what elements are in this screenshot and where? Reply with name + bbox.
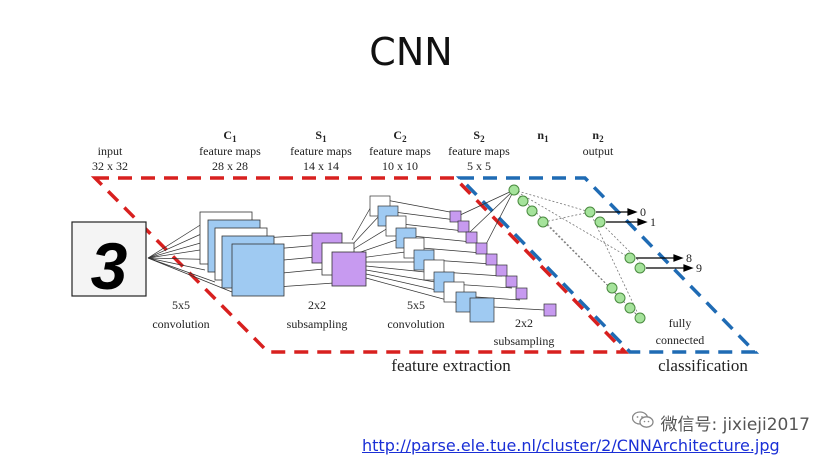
layer-c2-sub: 2 xyxy=(402,134,407,144)
n1-neurons xyxy=(508,184,549,228)
op-fc-line2: connected xyxy=(656,333,705,347)
layer-s2-sub: 2 xyxy=(480,134,485,144)
layer-n2-name: n xyxy=(592,128,599,142)
layer-s1-size: 14 x 14 xyxy=(303,159,339,173)
region-label-feature-extraction: feature extraction xyxy=(391,356,511,375)
op-conv2-kernel: 5x5 xyxy=(407,298,425,312)
layer-s2-name: S xyxy=(473,128,480,142)
source-link[interactable]: http://parse.ele.tue.nl/cluster/2/CNNArc… xyxy=(362,436,780,455)
output-label-8: 8 xyxy=(686,251,692,265)
op-sub1-name: subsampling xyxy=(287,317,348,331)
layer-c1-size: 28 x 28 xyxy=(212,159,248,173)
input-image: 3 xyxy=(71,221,147,303)
op-sub2-kernel: 2x2 xyxy=(515,316,533,330)
n2-neurons xyxy=(584,206,646,324)
svg-text:C2: C2 xyxy=(393,128,407,144)
op-conv2-name: convolution xyxy=(387,317,444,331)
region-label-classification: classification xyxy=(658,356,748,375)
output-label-0: 0 xyxy=(640,205,646,219)
layer-label-input: input 32 x 32 xyxy=(92,144,128,173)
op-conv1-name: convolution xyxy=(152,317,209,331)
feature-extraction-region xyxy=(90,176,630,354)
layer-label-n1: n1 xyxy=(537,128,549,144)
layer-c2-desc: feature maps xyxy=(369,144,431,158)
layer-c1-desc: feature maps xyxy=(199,144,261,158)
svg-text:n2: n2 xyxy=(592,128,604,144)
s1-feature-maps xyxy=(311,232,367,287)
op-conv1-kernel: 5x5 xyxy=(172,298,190,312)
layer-n2-desc: output xyxy=(583,144,614,158)
layer-label-c1: C1 feature maps 28 x 28 xyxy=(199,128,261,173)
classification-region xyxy=(455,176,760,354)
output-label-1: 1 xyxy=(650,215,656,229)
layer-n2-sub: 2 xyxy=(599,134,604,144)
layer-c2-size: 10 x 10 xyxy=(382,159,418,173)
layer-c2-name: C xyxy=(393,128,402,142)
slide-title: CNN xyxy=(369,30,453,74)
svg-text:C1: C1 xyxy=(223,128,237,144)
op-fc-line1: fully xyxy=(669,316,692,330)
s2-feature-maps xyxy=(449,210,557,317)
svg-text:n1: n1 xyxy=(537,128,549,144)
layer-label-c2: C2 feature maps 10 x 10 xyxy=(369,128,431,173)
input-digit: 3 xyxy=(91,229,128,303)
layer-c1-name: C xyxy=(223,128,232,142)
layer-label-s1: S1 feature maps 14 x 14 xyxy=(290,128,352,173)
layer-input-name: input xyxy=(98,144,123,158)
layer-label-s2: S2 feature maps 5 x 5 xyxy=(448,128,510,173)
wechat-icon xyxy=(632,411,655,434)
op-sub1-kernel: 2x2 xyxy=(308,298,326,312)
op-sub2-name: subsampling xyxy=(494,334,555,348)
layer-s1-desc: feature maps xyxy=(290,144,352,158)
wechat-watermark: 微信号: jixieji2017 xyxy=(632,410,810,435)
layer-n1-name: n xyxy=(537,128,544,142)
layer-s2-desc: feature maps xyxy=(448,144,510,158)
svg-text:S2: S2 xyxy=(473,128,485,144)
c2-feature-maps xyxy=(369,195,495,323)
output-arrows xyxy=(596,208,694,272)
layer-s1-sub: 1 xyxy=(322,134,327,144)
layer-label-n2: n2 output xyxy=(583,128,614,158)
c1-feature-maps xyxy=(199,211,285,297)
layer-s2-size: 5 x 5 xyxy=(467,159,491,173)
svg-text:S1: S1 xyxy=(315,128,327,144)
output-label-9: 9 xyxy=(696,261,702,275)
layer-c1-sub: 1 xyxy=(232,134,237,144)
layer-s1-name: S xyxy=(315,128,322,142)
layer-input-size: 32 x 32 xyxy=(92,159,128,173)
wechat-id-text: 微信号: jixieji2017 xyxy=(660,415,810,435)
layer-n1-sub: 1 xyxy=(544,134,549,144)
